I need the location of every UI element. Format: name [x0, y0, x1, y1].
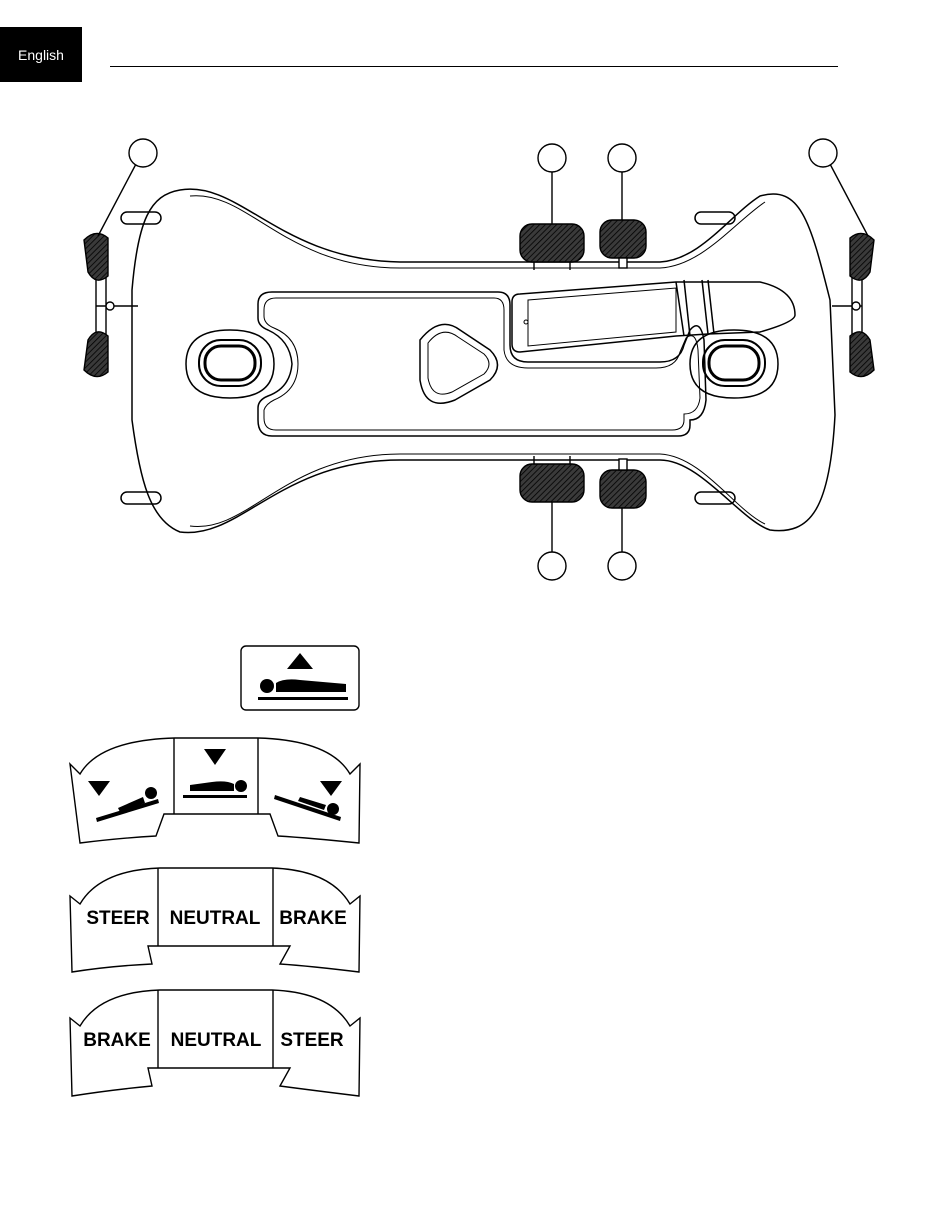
knob-bottom-large [520, 456, 584, 502]
right-oval-grip [690, 330, 778, 398]
base-inner-edge [190, 196, 765, 527]
stretcher-top-view [121, 189, 835, 532]
callout-circle [809, 139, 837, 167]
tray-recess-inner [264, 298, 700, 430]
callout-circle [608, 552, 636, 580]
pedal2-left-label: BRAKE [83, 1030, 151, 1051]
callouts [98, 139, 868, 580]
callout-circle [129, 139, 157, 167]
pedal1-left-label: STEER [86, 908, 150, 929]
right-pedal-bar [832, 233, 874, 376]
left-pedal-bar [84, 233, 138, 376]
tray-recess [258, 292, 706, 436]
pedal1-right-label: BRAKE [279, 908, 347, 929]
left-oval-grip [186, 330, 274, 398]
base-outline [132, 189, 835, 532]
knob-top-small [600, 220, 646, 268]
callout-circle [608, 144, 636, 172]
pedal2-center-label: NEUTRAL [171, 1030, 262, 1051]
teardrop-handle [420, 324, 498, 403]
knob-top-large [520, 224, 584, 270]
callout-circle [538, 552, 566, 580]
pedal1-center-label: NEUTRAL [170, 908, 261, 929]
raise-label [241, 646, 359, 710]
callout-circle [538, 144, 566, 172]
knob-bottom-small [600, 459, 646, 508]
pedal2-right-label: STEER [280, 1030, 344, 1051]
